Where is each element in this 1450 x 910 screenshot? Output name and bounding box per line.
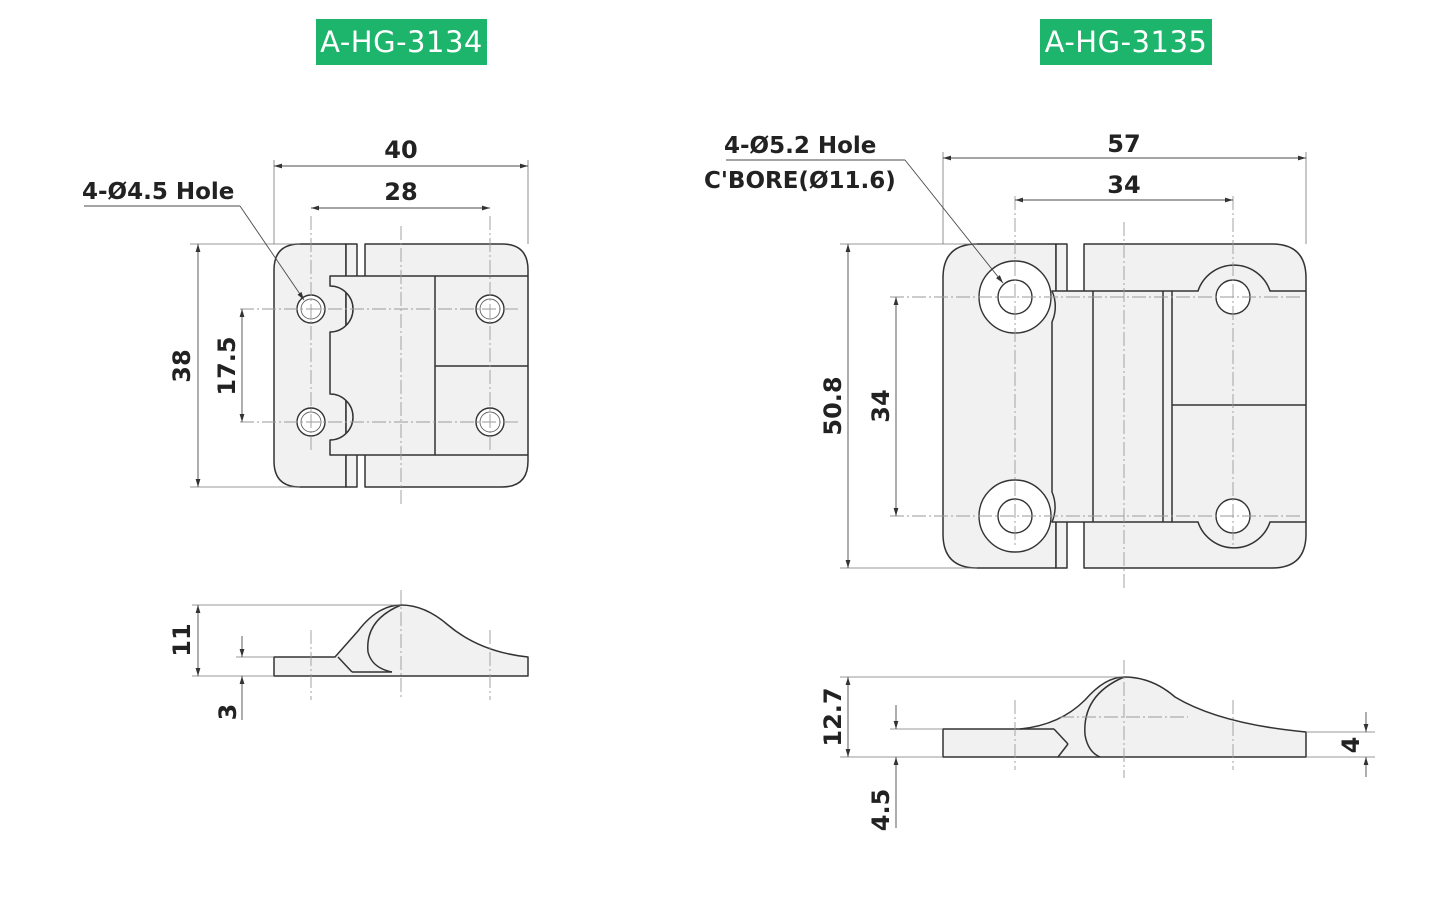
right-dimensions bbox=[726, 152, 1307, 569]
left-dimensions bbox=[84, 160, 529, 488]
left-hole-span-label: 28 bbox=[384, 178, 417, 206]
left-hole-callout: 4-Ø4.5 Hole bbox=[82, 179, 234, 205]
left-hole-pitch-label: 17.5 bbox=[213, 336, 241, 395]
right-hole-pitch-label: 34 bbox=[867, 389, 895, 422]
left-thickness-label: 11 bbox=[168, 623, 196, 656]
right-hinge-side-profile bbox=[942, 676, 1307, 758]
right-hinge-side-view bbox=[840, 660, 1375, 828]
left-plate-label: 3 bbox=[214, 704, 242, 721]
left-width-label: 40 bbox=[384, 136, 417, 164]
right-hinge-knuckle bbox=[1051, 290, 1173, 523]
left-hinge-knuckle bbox=[329, 275, 436, 456]
right-thickness-label: 12.7 bbox=[819, 687, 847, 746]
model-badge-left: A-HG-3134 bbox=[316, 19, 487, 65]
right-height-label: 50.8 bbox=[819, 376, 847, 435]
left-hinge-side-view bbox=[192, 590, 529, 720]
model-badge-right: A-HG-3135 bbox=[1040, 19, 1212, 65]
right-cbore-callout: C'BORE(Ø11.6) bbox=[704, 168, 896, 194]
right-hole-callout: 4-Ø5.2 Hole bbox=[724, 133, 876, 159]
left-hinge-top-view bbox=[240, 216, 529, 505]
right-plate-label: 4.5 bbox=[867, 789, 895, 832]
right-hinge-top-view bbox=[890, 196, 1307, 588]
left-height-label: 38 bbox=[168, 349, 196, 382]
right-plate-right-label: 4 bbox=[1337, 737, 1365, 754]
right-width-label: 57 bbox=[1107, 130, 1140, 158]
right-hole-span-label: 34 bbox=[1107, 171, 1140, 199]
